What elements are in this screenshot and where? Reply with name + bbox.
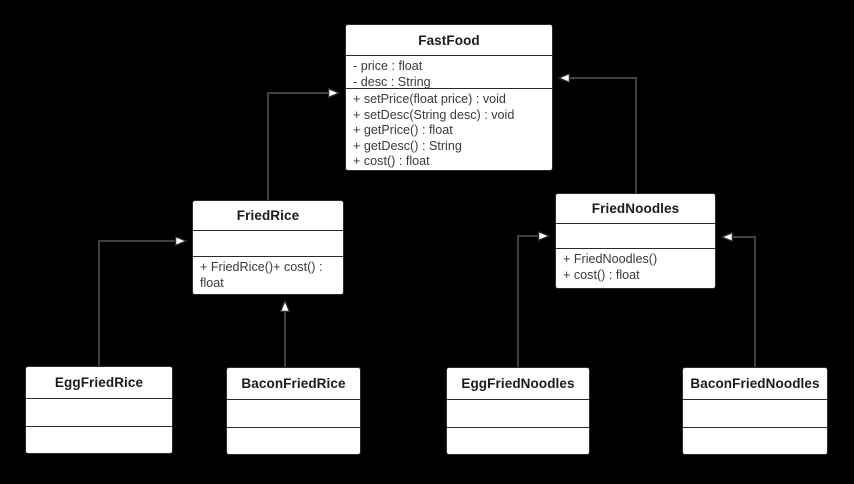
generalization-eggfriedrice-to-friedrice (98, 241, 186, 366)
generalization-friednoodles-to-fastfood (559, 78, 637, 193)
operation-item: + FriedRice()+ cost() : float (200, 260, 326, 290)
class-name-fastfood: FastFood (418, 32, 480, 48)
operation-item: + setDesc(String desc) : void (353, 107, 515, 122)
generalization-baconfriednoodles-to-friednoodles (722, 237, 756, 367)
class-attributes-eggfriednoodles (447, 399, 589, 427)
attribute-item: - desc : String (353, 74, 431, 89)
class-attributes-baconfriedrice (227, 399, 360, 427)
operation-item: + cost() : float (353, 154, 430, 168)
class-box-eggfriednoodles[interactable]: EggFriedNoodles (446, 367, 590, 455)
class-operations-baconfriednoodles (683, 427, 827, 454)
class-box-friednoodles[interactable]: FriedNoodles + FriedNoodles() + cost() :… (555, 193, 716, 289)
class-attributes-friedrice (193, 230, 343, 256)
class-box-baconfriedrice[interactable]: BaconFriedRice (226, 367, 361, 455)
operation-item: + getDesc() : String (353, 138, 462, 153)
attribute-item: - price : float (353, 59, 423, 73)
class-name-baconfriedrice: BaconFriedRice (241, 376, 346, 391)
class-attributes-friednoodles (556, 223, 715, 248)
generalization-friedrice-to-fastfood (267, 93, 339, 200)
class-name-eggfriedrice: EggFriedRice (54, 375, 144, 390)
class-box-friedrice[interactable]: FriedRice + FriedRice()+ cost() : float (192, 200, 344, 295)
class-box-baconfriednoodles[interactable]: BaconFriedNoodles (682, 367, 828, 455)
class-operations-eggfriedrice (26, 426, 172, 453)
class-attributes-baconfriednoodles (683, 399, 827, 427)
class-name-friednoodles: FriedNoodles (591, 201, 680, 216)
operation-item: + getPrice() : float (353, 123, 453, 137)
class-box-fastfood[interactable]: FastFood - price : float - desc : String… (345, 24, 553, 171)
class-operations-friednoodles: + FriedNoodles() + cost() : float (556, 248, 715, 288)
class-operations-fastfood: + setPrice(float price) : void + setDesc… (346, 88, 552, 170)
class-name-baconfriednoodles: BaconFriedNoodles (690, 376, 820, 391)
class-operations-friedrice: + FriedRice()+ cost() : float (193, 256, 343, 294)
operation-item: + cost() : float (563, 267, 640, 282)
class-operations-eggfriednoodles (447, 427, 589, 454)
class-name-friedrice: FriedRice (236, 208, 300, 223)
class-attributes-eggfriedrice (26, 398, 172, 426)
class-operations-baconfriedrice (227, 427, 360, 454)
operation-item: + FriedNoodles() (563, 252, 658, 266)
class-box-eggfriedrice[interactable]: EggFriedRice (25, 366, 173, 454)
class-attributes-fastfood: - price : float - desc : String (346, 55, 552, 88)
class-name-eggfriednoodles: EggFriedNoodles (461, 376, 575, 391)
operation-item: + setPrice(float price) : void (353, 92, 506, 106)
generalization-eggfriednoodles-to-friednoodles (517, 236, 549, 367)
